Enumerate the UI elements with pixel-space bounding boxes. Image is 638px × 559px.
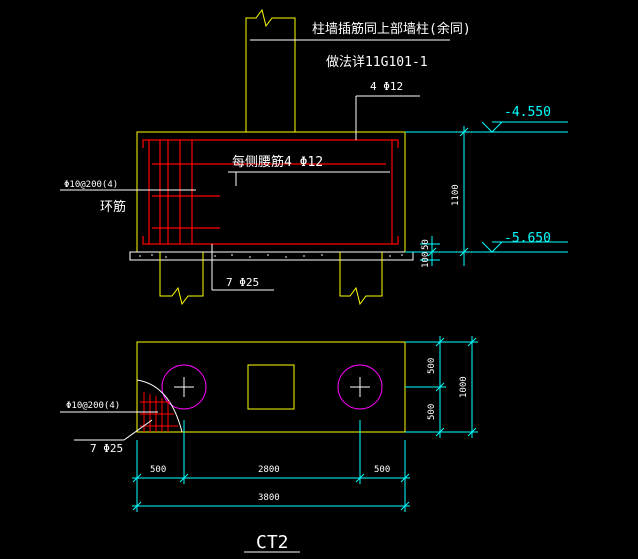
plan-dimensions — [132, 336, 478, 512]
pile-plan-left — [161, 364, 207, 410]
dim-left: 500 — [150, 465, 166, 475]
side-bar-label: 每侧腰筋4 Φ12 — [232, 154, 323, 170]
dim-mid: 2800 — [258, 465, 280, 475]
dim-half-top: 500 — [427, 358, 437, 374]
labels: 柱墙插筋同上部墙柱(余同) 做法详11G101-1 4 Φ12 每侧腰筋4 Φ1… — [64, 21, 551, 553]
elevation-marks — [405, 121, 568, 266]
stirrup-label: Φ10@200(4) — [64, 180, 118, 190]
elevation-top: -4.550 — [504, 105, 551, 120]
plan-bottom-bar-label: 7 Φ25 — [90, 442, 123, 455]
plan-leaders — [60, 411, 158, 441]
dim-half-bottom: 500 — [427, 404, 437, 420]
dim-height: 1100 — [451, 184, 461, 206]
drawing-title: CT2 — [256, 532, 289, 553]
pile-right — [339, 252, 383, 306]
plan-view — [60, 336, 478, 553]
stirrup-name-label: 环筋 — [100, 199, 126, 215]
column-footprint — [247, 364, 295, 410]
section-view — [60, 8, 568, 306]
plan-stirrup-label: Φ10@200(4) — [66, 401, 120, 411]
pile-left — [159, 252, 204, 306]
dim-cover: 50 — [421, 239, 431, 250]
note-line1: 柱墙插筋同上部墙柱(余同) — [312, 21, 471, 37]
bedding-pad — [129, 251, 414, 261]
note-line2: 做法详11G101-1 — [326, 55, 428, 70]
plan-break-line — [136, 379, 183, 433]
dim-total: 3800 — [258, 493, 280, 503]
section-rebar — [142, 139, 399, 245]
cap-outline — [136, 131, 406, 253]
dim-width: 1000 — [459, 376, 469, 398]
elevation-bottom: -5.650 — [504, 231, 551, 246]
dim-pad: 100 — [421, 252, 431, 268]
dim-right: 500 — [374, 465, 390, 475]
column-stub — [245, 8, 296, 132]
section-leaders — [60, 39, 450, 291]
pile-plan-right — [337, 364, 383, 410]
top-bar-label: 4 Φ12 — [370, 80, 403, 93]
bottom-bar-label: 7 Φ25 — [226, 276, 259, 289]
